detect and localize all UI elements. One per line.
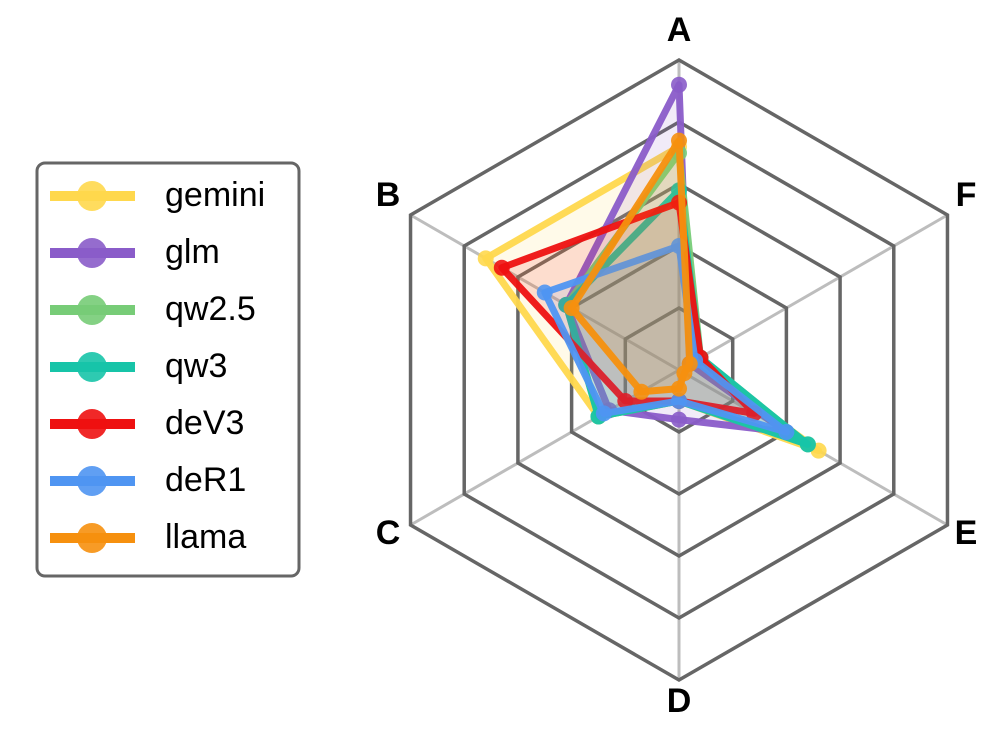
legend-label-deR1: deR1: [165, 461, 246, 499]
legend-label-qw3: qw3: [165, 347, 227, 385]
data-point-llama-b: [563, 300, 580, 316]
legend-label-deV3: deV3: [165, 404, 244, 442]
radar-ring-1: [623, 305, 735, 435]
legend-item-glm: glm: [50, 233, 220, 271]
data-point-deR1-c: [595, 405, 612, 422]
legend-item-deV3: deV3: [50, 404, 244, 442]
series-llama: [563, 132, 698, 400]
legend-label-llama: llama: [165, 518, 246, 556]
data-point-glm-d: [671, 411, 687, 428]
data-point-deV3-b: [493, 259, 510, 276]
data-point-glm-a: [671, 76, 687, 93]
legend-item-llama: llama: [50, 518, 246, 556]
legend-item-gemini: gemini: [50, 176, 265, 214]
axis-label-c: C: [376, 514, 401, 552]
data-point-llama-c: [633, 383, 650, 400]
legend-label-gemini: gemini: [165, 176, 265, 214]
legend-marker-qw3: [77, 352, 107, 382]
legend: gemini glm qw2.5 qw3 deV3 deR1 llama: [35, 161, 301, 578]
radar-spoke-c: [409, 368, 680, 527]
legend-marker-deV3: [77, 409, 107, 439]
axis-label-e: E: [955, 514, 978, 552]
radar-ring-3: [516, 181, 842, 559]
axis-label-d: D: [667, 682, 692, 720]
axis-labels: A B C D E F: [376, 11, 978, 720]
radar-ring-5: [408, 57, 950, 683]
legend-label-qw2.5: qw2.5: [165, 290, 256, 328]
axis-label-a: A: [667, 11, 692, 49]
data-point-gemini-b: [477, 250, 494, 267]
legend-marker-gemini: [77, 181, 107, 211]
radar-ring-4: [462, 119, 896, 621]
legend-item-qw2.5: qw2.5: [50, 290, 256, 328]
data-point-llama-d: [671, 380, 687, 397]
legend-marker-deR1: [77, 466, 107, 496]
legend-marker-glm: [77, 238, 107, 268]
data-point-deR1-d: [671, 393, 687, 409]
legend-marker-llama: [77, 523, 107, 553]
legend-label-glm: glm: [165, 233, 220, 271]
radar-spoke-f: [678, 213, 949, 372]
axis-label-f: F: [956, 176, 977, 214]
data-point-llama-a: [671, 132, 687, 149]
legend-item-deR1: deR1: [50, 461, 246, 499]
legend-item-qw3: qw3: [50, 347, 227, 385]
data-point-llama-f: [681, 355, 698, 372]
data-point-deR1-e: [778, 424, 795, 440]
axis-label-b: B: [376, 176, 401, 214]
data-point-deV3-c: [617, 393, 634, 409]
data-point-qw3-e: [799, 436, 816, 453]
legend-marker-qw2.5: [77, 295, 107, 325]
radar-series: [477, 76, 827, 459]
data-point-deR1-b: [536, 284, 553, 301]
